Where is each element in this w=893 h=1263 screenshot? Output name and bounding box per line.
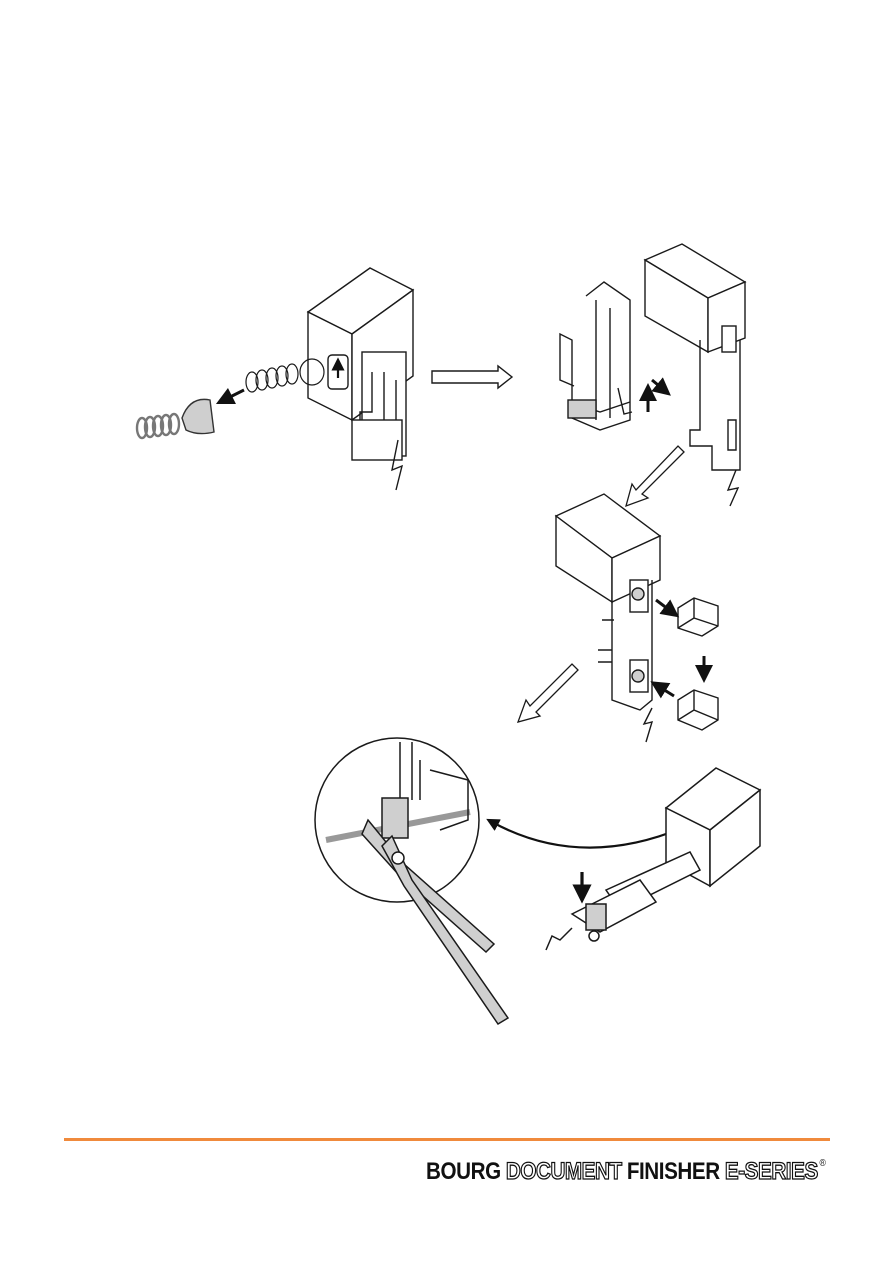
brand-word-finisher: FINISHER [626,1158,719,1186]
step-arrow-right [432,366,512,388]
brand-word-document: DOCUMENT [505,1158,621,1186]
step2-bracket-removal [560,244,745,506]
step-arrow-down-left-2 [518,664,578,722]
clip-top [678,598,718,636]
step4-crimp-detail [315,738,760,1024]
step3-clip-swap [556,494,718,742]
registered-mark: ® [819,1158,825,1169]
footer-rule [64,1138,830,1141]
brand-word-eseries: E-SERIES [724,1158,817,1186]
brand-word-bourg: BOURG [426,1158,501,1186]
removed-spring [137,414,179,438]
step1-spring-removal [137,268,413,490]
step-arrow-down-left-1 [626,446,684,506]
brand-logo: BOURG DOCUMENT FINISHER E-SERIES ® [420,1158,825,1190]
clip-bottom [678,690,718,730]
